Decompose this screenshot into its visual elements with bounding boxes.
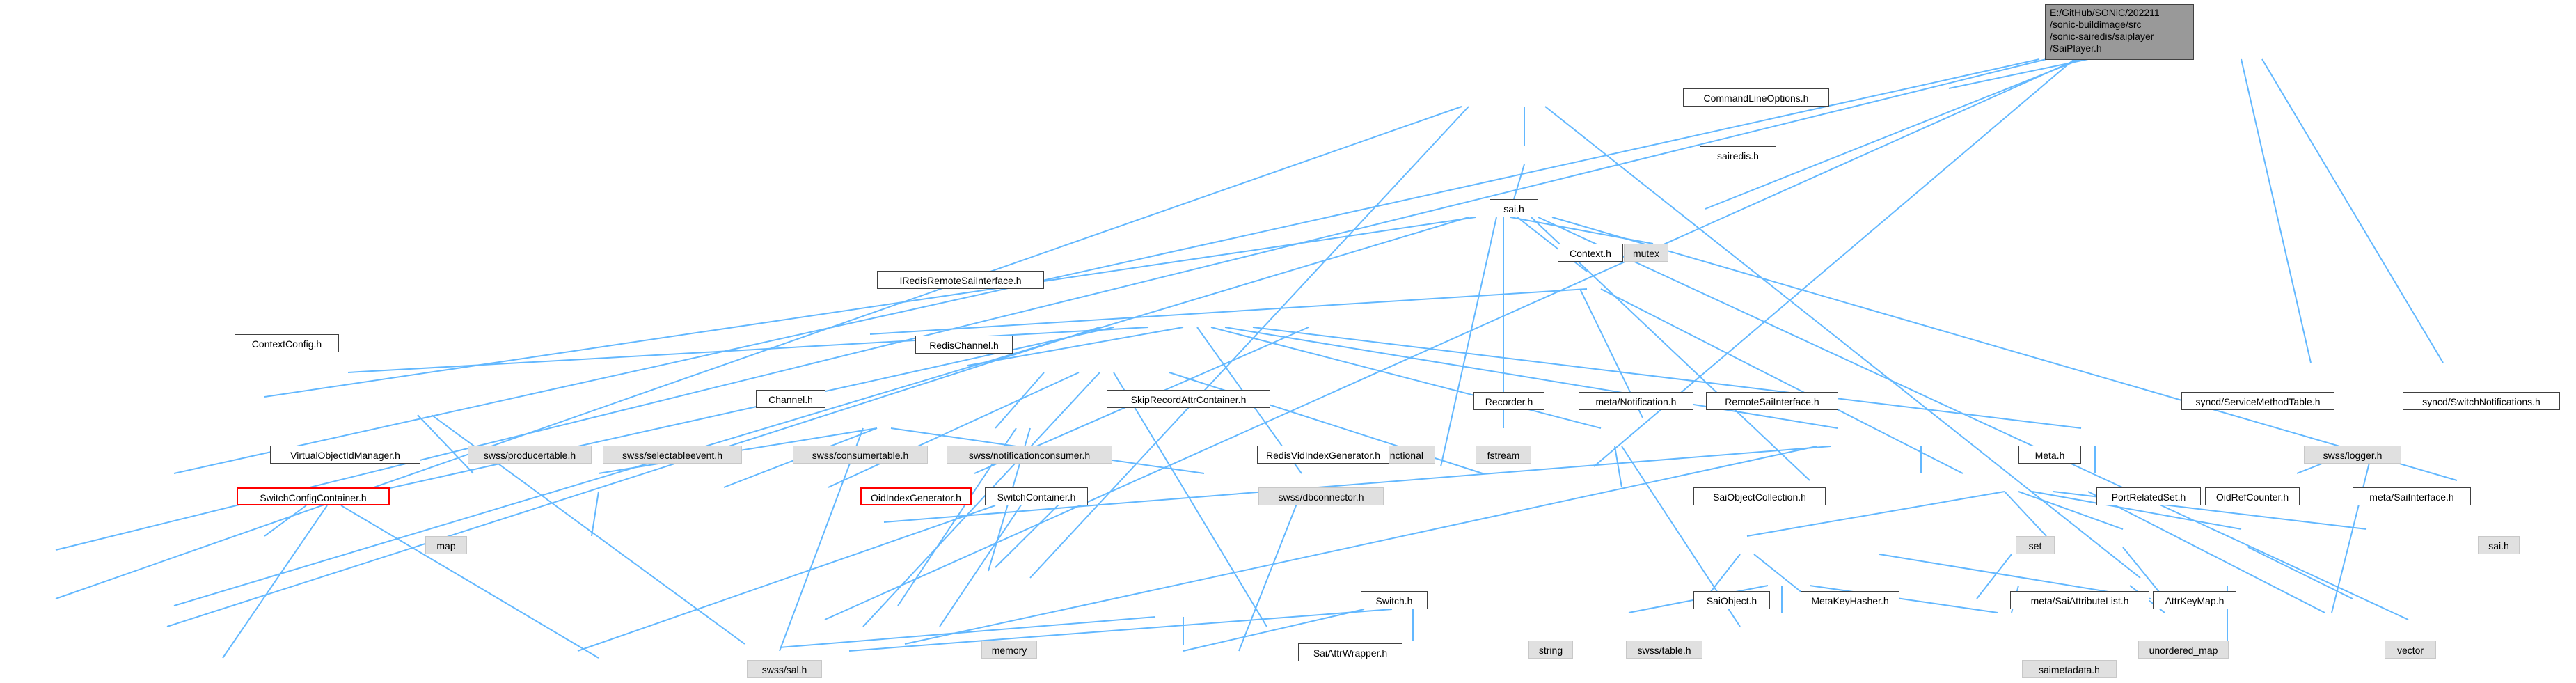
graph-root-node[interactable]: E:/GitHub/SONiC/202211 /sonic-buildimage…: [2045, 4, 2194, 60]
node-producertable[interactable]: swss/producertable.h: [468, 446, 592, 464]
node-metasaiattrlist[interactable]: meta/SaiAttributeList.h: [2010, 591, 2149, 609]
node-swsslogger[interactable]: swss/logger.h: [2304, 446, 2401, 464]
node-unorderedmap[interactable]: unordered_map: [2138, 641, 2229, 659]
node-portrelatedset[interactable]: PortRelatedSet.h: [2096, 487, 2201, 505]
node-recorder[interactable]: Recorder.h: [1473, 392, 1544, 410]
node-memory[interactable]: memory: [981, 641, 1037, 659]
node-switchcontainer[interactable]: SwitchContainer.h: [985, 487, 1088, 505]
node-oidrefcounter[interactable]: OidRefCounter.h: [2205, 487, 2300, 505]
node-notificationconsumer[interactable]: swss/notificationconsumer.h: [947, 446, 1112, 464]
node-servicemethod[interactable]: syncd/ServiceMethodTable.h: [2181, 392, 2334, 410]
node-consumertable[interactable]: swss/consumertable.h: [793, 446, 928, 464]
node-switchnotifications[interactable]: syncd/SwitchNotifications.h: [2403, 392, 2560, 410]
node-swsssal[interactable]: swss/sal.h: [747, 660, 822, 678]
root-line-3: /sonic-sairedis/saiplayer: [2050, 31, 2154, 42]
node-context[interactable]: Context.h: [1558, 244, 1623, 262]
node-metanotification[interactable]: meta/Notification.h: [1579, 392, 1693, 410]
node-virtualobjectid[interactable]: VirtualObjectIdManager.h: [270, 446, 420, 464]
node-channel[interactable]: Channel.h: [756, 390, 825, 408]
node-iredisremote[interactable]: IRedisRemoteSaiInterface.h: [877, 271, 1044, 289]
node-sairedis[interactable]: sairedis.h: [1700, 146, 1776, 164]
node-string[interactable]: string: [1528, 641, 1573, 659]
node-metakeyhasher[interactable]: MetaKeyHasher.h: [1801, 591, 1899, 609]
node-redischannel[interactable]: RedisChannel.h: [915, 336, 1013, 354]
node-swsstable[interactable]: swss/table.h: [1626, 641, 1702, 659]
node-mutex[interactable]: mutex: [1624, 244, 1668, 262]
node-map[interactable]: map: [425, 536, 467, 554]
node-sai[interactable]: sai.h: [1490, 199, 1538, 217]
node-attrkeymap[interactable]: AttrKeyMap.h: [2153, 591, 2236, 609]
node-switchconfigcontainer[interactable]: SwitchConfigContainer.h: [237, 487, 390, 505]
node-oidindexgenerator[interactable]: OidIndexGenerator.h: [860, 487, 972, 505]
node-commandlineoptions[interactable]: CommandLineOptions.h: [1683, 88, 1829, 107]
root-line-2: /sonic-buildimage/src: [2050, 19, 2142, 30]
node-dbconnector[interactable]: swss/dbconnector.h: [1258, 487, 1384, 505]
node-selectableevent[interactable]: swss/selectableevent.h: [603, 446, 742, 464]
node-saiattrwrapper[interactable]: SaiAttrWrapper.h: [1298, 643, 1402, 661]
node-contextconfig[interactable]: ContextConfig.h: [235, 334, 339, 352]
root-line-4: /SaiPlayer.h: [2050, 42, 2102, 54]
node-saih[interactable]: sai.h: [2478, 536, 2520, 554]
node-saiobject[interactable]: SaiObject.h: [1693, 591, 1770, 609]
node-remotesai[interactable]: RemoteSaiInterface.h: [1706, 392, 1838, 410]
node-saimetadata[interactable]: saimetadata.h: [2022, 660, 2117, 678]
node-saiobjectcollection[interactable]: SaiObjectCollection.h: [1693, 487, 1826, 505]
node-meta[interactable]: Meta.h: [2018, 446, 2081, 464]
node-metasaiinterface[interactable]: meta/SaiInterface.h: [2353, 487, 2471, 505]
node-switch[interactable]: Switch.h: [1361, 591, 1428, 609]
root-line-1: E:/GitHub/SONiC/202211: [2050, 7, 2160, 18]
node-redisvidindex[interactable]: RedisVidIndexGenerator.h: [1257, 446, 1389, 464]
node-set[interactable]: set: [2016, 536, 2055, 554]
node-vector[interactable]: vector: [2385, 641, 2436, 659]
node-fstream[interactable]: fstream: [1476, 446, 1531, 464]
node-skiprecord[interactable]: SkipRecordAttrContainer.h: [1107, 390, 1270, 408]
